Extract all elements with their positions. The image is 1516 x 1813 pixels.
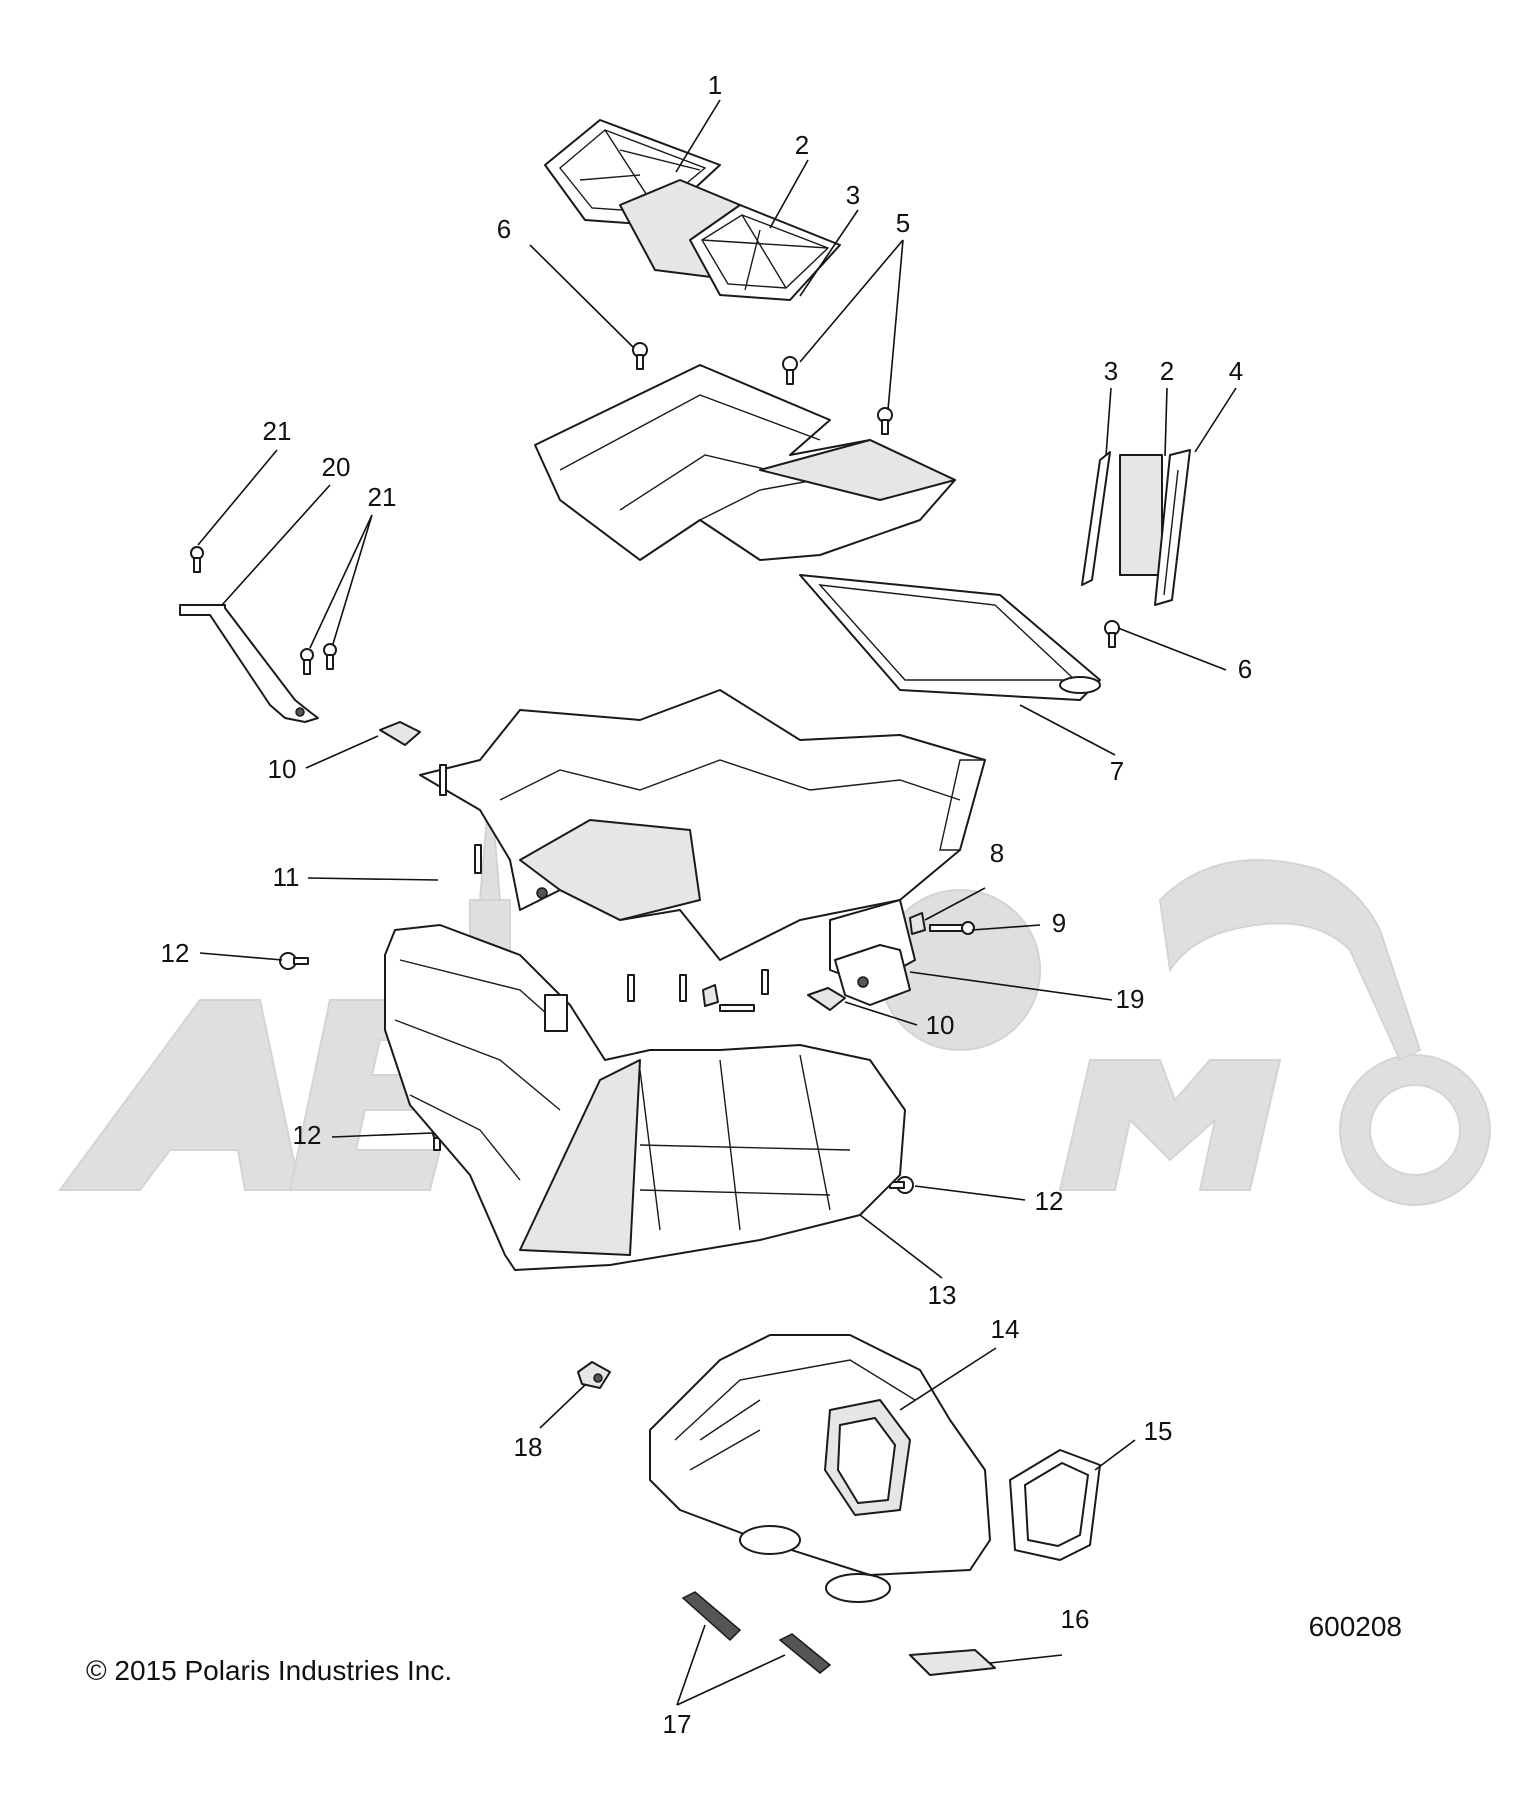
callout-12: 12 (293, 1120, 322, 1150)
callout-20: 20 (322, 452, 351, 482)
callout-labels: 1 2 3 5 6 3 2 4 21 20 21 6 10 7 11 8 9 1… (161, 70, 1253, 1739)
callout-10: 10 (268, 754, 297, 784)
gasket-15 (1009, 1449, 1101, 1561)
callout-10: 10 (926, 1010, 955, 1040)
clamp-17 (681, 1591, 832, 1674)
callout-3: 3 (846, 180, 860, 210)
callout-14: 14 (991, 1314, 1020, 1344)
callout-13: 13 (928, 1280, 957, 1310)
callout-9: 9 (1052, 908, 1066, 938)
label-16 (909, 1649, 996, 1676)
callout-15: 15 (1144, 1416, 1173, 1446)
callout-5: 5 (896, 208, 910, 238)
callout-11: 11 (273, 862, 300, 892)
callout-3: 3 (1104, 356, 1118, 386)
callout-16: 16 (1061, 1604, 1090, 1634)
callout-19: 19 (1116, 984, 1145, 1014)
callout-6: 6 (1238, 654, 1252, 684)
callout-12: 12 (1035, 1186, 1064, 1216)
screw-21-b (300, 643, 337, 675)
callout-2: 2 (795, 130, 809, 160)
airbox-14 (649, 1334, 991, 1603)
leader-lines (197, 99, 1237, 1706)
callout-21: 21 (263, 416, 292, 446)
bracket-19 (834, 944, 911, 1006)
callout-6: 6 (497, 214, 511, 244)
diagram-id: 600208 (1309, 1611, 1402, 1642)
bracket-20 (179, 604, 319, 723)
air-duct-13 (384, 924, 906, 1271)
filter-frame-top-assembly (544, 119, 841, 301)
callout-7: 7 (1110, 756, 1124, 786)
callout-17: 17 (663, 1709, 692, 1739)
clip-18 (577, 1361, 611, 1389)
callout-4: 4 (1229, 356, 1243, 386)
callout-18: 18 (514, 1432, 543, 1462)
copyright-notice: © 2015 Polaris Industries Inc. (86, 1655, 452, 1686)
callout-8: 8 (990, 838, 1004, 868)
filter-side-pieces (1081, 449, 1191, 606)
callout-21: 21 (368, 482, 397, 512)
callout-1: 1 (708, 70, 722, 100)
callout-12: 12 (161, 938, 190, 968)
airbox-upper-cover (534, 364, 1101, 701)
screw-21-a (190, 546, 204, 573)
callout-2: 2 (1160, 356, 1174, 386)
